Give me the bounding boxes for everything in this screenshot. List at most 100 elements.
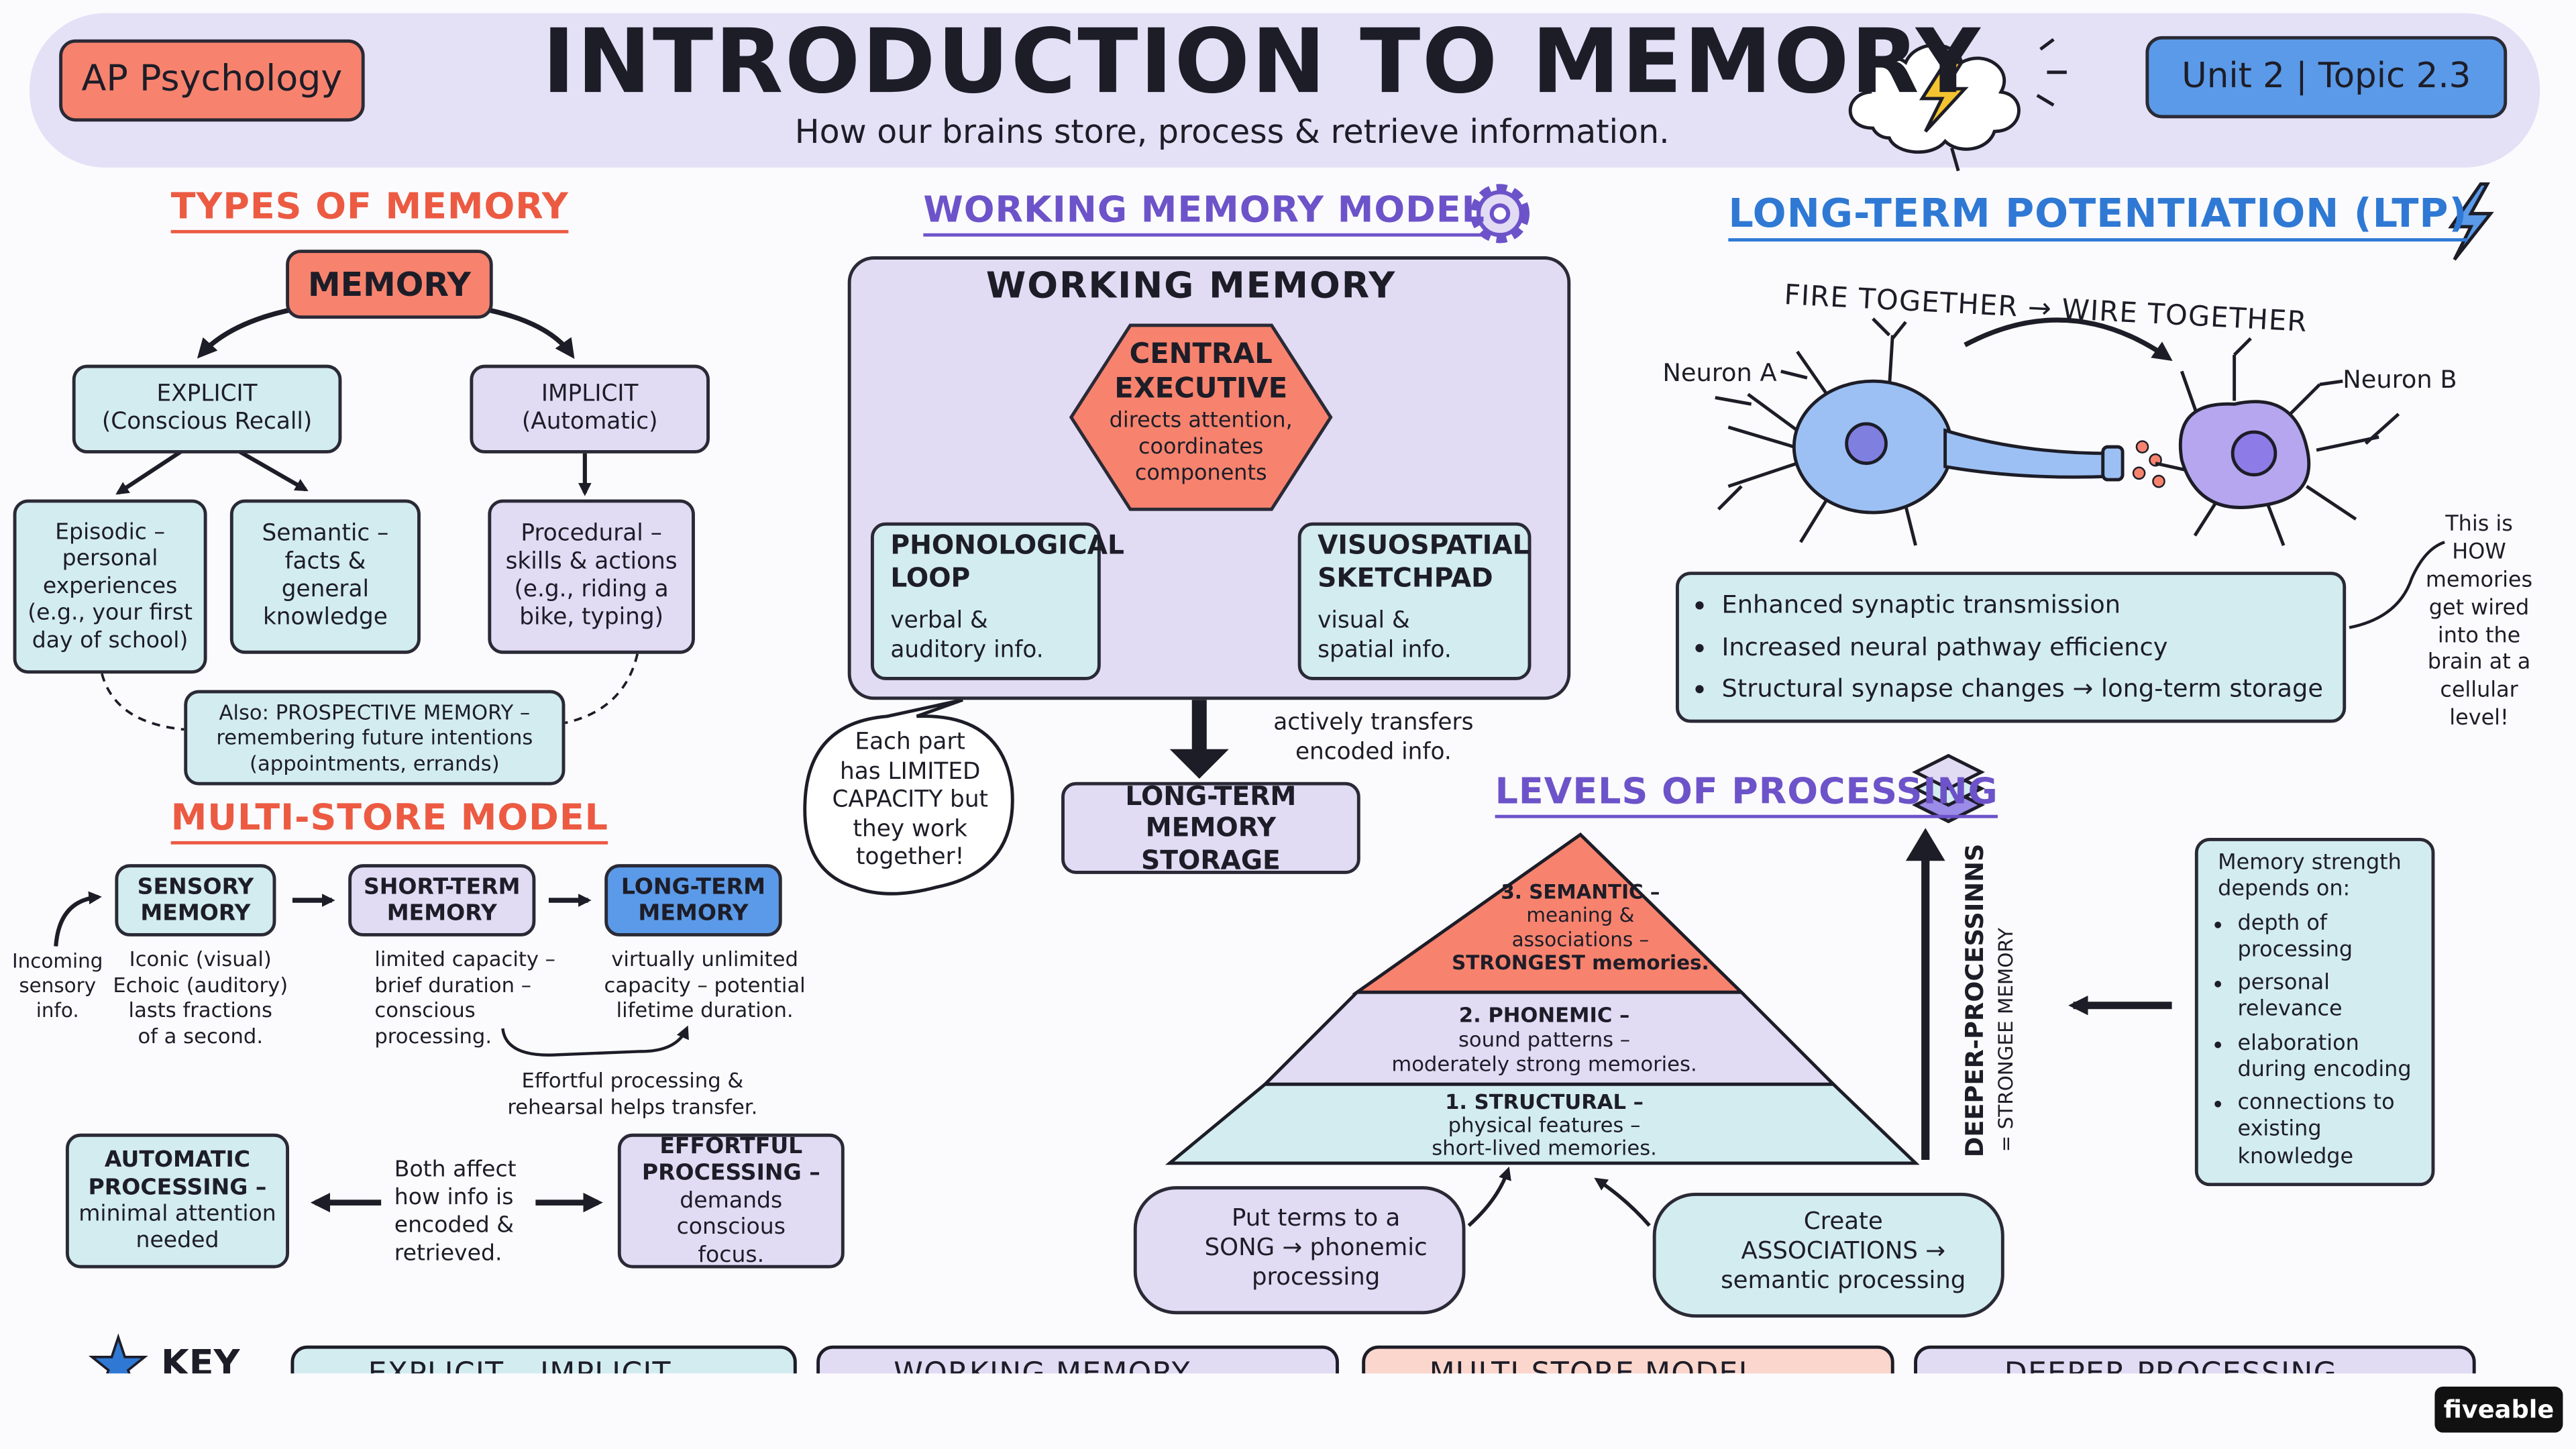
effortful-transfer-note: Effortful processing & rehearsal helps t… [493, 1068, 772, 1120]
side-note-line: get wired [2428, 596, 2530, 621]
limited-capacity-bubble: Each part has LIMITED CAPACITY but they … [815, 729, 1006, 873]
phonemic-level-line: 2. PHONEMIC – [1458, 1002, 1630, 1027]
assoc-line: Create [1803, 1209, 1883, 1236]
central-desc-line: directs attention, [1109, 408, 1293, 433]
automatic-line: AUTOMATIC [104, 1146, 251, 1173]
key-item: WORKING MEMORY [894, 1357, 1190, 1373]
strength-item-line: during encoding [2237, 1057, 2412, 1083]
implicit-sub: (Automatic) [521, 409, 658, 435]
song-line: Put terms to a [1231, 1205, 1401, 1232]
sensory-desc: Iconic (visual) Echoic (auditory) lasts … [109, 947, 292, 1049]
semantic-line: knowledge [262, 604, 388, 631]
central-executive-hex [1069, 323, 1333, 511]
ltm-line: MEMORY STORAGE [1141, 812, 1281, 875]
sensory-desc-line: Echoic (auditory) [113, 971, 288, 997]
central-desc-line: coordinates [1138, 435, 1264, 460]
semantic-level-text: 3. SEMANTIC – meaning & associations – S… [1423, 881, 1738, 975]
semantic-box: Semantic – facts & general knowledge [229, 499, 421, 654]
implicit-title: IMPLICIT [541, 380, 639, 408]
semantic-line: facts & [284, 548, 366, 575]
episodic-line: personal [62, 545, 158, 572]
phonemic-level-text: 2. PHONEMIC – sound patterns – moderatel… [1347, 1002, 1741, 1076]
deeper-processing-label: DEEPER-PROCESSINNS [1960, 843, 1990, 1158]
short-line: MEMORY [386, 900, 497, 927]
phonemic-level-line: sound patterns – [1458, 1026, 1631, 1052]
transfer-line: encoded info. [1295, 738, 1452, 765]
sensory-desc-line: Iconic (visual) [129, 946, 272, 971]
ltp-bullet: Increased neural pathway efficiency [1722, 627, 2326, 668]
sensory-desc-line: of a second. [138, 1023, 264, 1049]
key-item: EXPLICIT – IMPLICIT – [368, 1357, 698, 1373]
assoc-line: ASSOCIATIONS → [1741, 1238, 1945, 1266]
ltp-bullets-box: Enhanced synaptic transmission Increased… [1675, 572, 2347, 723]
bubble-line: has LIMITED [840, 758, 981, 785]
transfer-line: actively transfers [1273, 709, 1474, 737]
neuron-b [2155, 337, 2400, 546]
strength-item-line: relevance [2237, 998, 2343, 1022]
incoming-note: Incoming sensory info. [10, 950, 105, 1024]
page-title: INTRODUCTION TO MEMORY [542, 9, 1982, 113]
long-desc-line: capacity – potential [604, 971, 806, 997]
ltp-side-note: This is HOW memories get wired into the … [2425, 513, 2534, 735]
strength-item: personal relevance [2238, 971, 2418, 1024]
structural-level-line: short-lived memories. [1432, 1135, 1657, 1160]
key-row: KEY EXPLICIT – IMPLICIT – WORKING MEMORY… [0, 1340, 2576, 1373]
stronger-memory-label: = STRONGEE MEMORY [1994, 928, 2018, 1152]
procedural-box: Procedural – skills & actions (e.g., rid… [488, 499, 695, 654]
semantic-level-line: 3. SEMANTIC – [1501, 880, 1660, 904]
bubble-line: together! [856, 844, 965, 871]
side-note-line: HOW [2452, 540, 2506, 566]
side-note-line: This is [2445, 513, 2513, 537]
memory-box: MEMORY [286, 250, 493, 319]
lightning-icon [2448, 182, 2494, 261]
procedural-line: skills & actions [505, 548, 678, 575]
brain-lightning-icon [1848, 38, 2067, 172]
effortful-line: EFFORTFUL [659, 1133, 803, 1160]
incoming-line: Incoming [11, 949, 103, 973]
short-desc-line: brief duration – [374, 971, 532, 997]
multistore-heading: MULTI-STORE MODEL [170, 798, 608, 845]
associations-tip-text: Create ASSOCIATIONS → semantic processin… [1699, 1208, 1988, 1297]
structural-level-text: 1. STRUCTURAL – physical features – shor… [1347, 1090, 1741, 1160]
visuo-desc-line: visual & [1318, 608, 1410, 635]
song-tip-box [1133, 1186, 1466, 1315]
short-desc: limited capacity – brief duration – cons… [374, 947, 572, 1049]
prospective-line: (appointments, errands) [250, 750, 500, 775]
visuospatial-sketchpad-box [1297, 522, 1532, 680]
transfer-note: actively transfers encoded info. [1258, 710, 1489, 767]
fiveable-logo: fiveable [2434, 1386, 2563, 1433]
key-item: DEEPER PROCESSING – [2004, 1357, 2363, 1373]
effortful-line: focus. [698, 1241, 765, 1268]
long-desc-line: lifetime duration. [616, 998, 794, 1022]
transfer-note-line: Effortful processing & [521, 1067, 744, 1093]
strength-item-line: connections to [2237, 1091, 2395, 1116]
semantic-level-line: STRONGEST memories. [1452, 951, 1709, 975]
key-label: KEY [161, 1344, 240, 1374]
episodic-box: Episodic – personal experiences (e.g., y… [13, 499, 207, 674]
both-line: encoded & [394, 1212, 515, 1238]
ltp-bullet: Structural synapse changes → long-term s… [1722, 669, 2326, 710]
short-desc-line: limited capacity – [374, 946, 555, 971]
strength-item-line: depth of [2237, 910, 2328, 936]
memory-strength-box: Memory strength depends on: depth of pro… [2194, 837, 2435, 1187]
procedural-line: Procedural – [521, 520, 662, 547]
phono-desc-line: auditory info. [890, 636, 1044, 663]
types-heading: TYPES OF MEMORY [170, 187, 569, 233]
both-line: Both affect [394, 1157, 517, 1183]
central-line: CENTRAL [1129, 338, 1273, 372]
long-line: MEMORY [638, 900, 749, 927]
key-item: MULTI-STORE MODEL [1430, 1357, 1756, 1373]
prospective-line: Also: PROSPECTIVE MEMORY – [219, 700, 531, 725]
neuron-a-label: Neuron A [1662, 358, 1777, 388]
effortful-processing-box: EFFORTFUL PROCESSING – demands conscious… [617, 1133, 845, 1269]
central-executive-text: CENTRAL EXECUTIVE directs attention, coo… [1084, 338, 1318, 488]
page-subtitle: How our brains store, process & retrieve… [794, 111, 1670, 152]
automatic-line: PROCESSING – [88, 1173, 267, 1201]
phonological-text: PHONOLOGICAL LOOP verbal & auditory info… [890, 529, 1124, 665]
episodic-line: day of school) [32, 627, 189, 653]
ltp-heading: LONG-TERM POTENTIATION (LTP) [1728, 191, 2468, 242]
speech-bubble-shape [803, 698, 1014, 896]
strength-item: depth of processing [2238, 911, 2418, 965]
phonemic-level-line: moderately strong memories. [1391, 1051, 1697, 1077]
